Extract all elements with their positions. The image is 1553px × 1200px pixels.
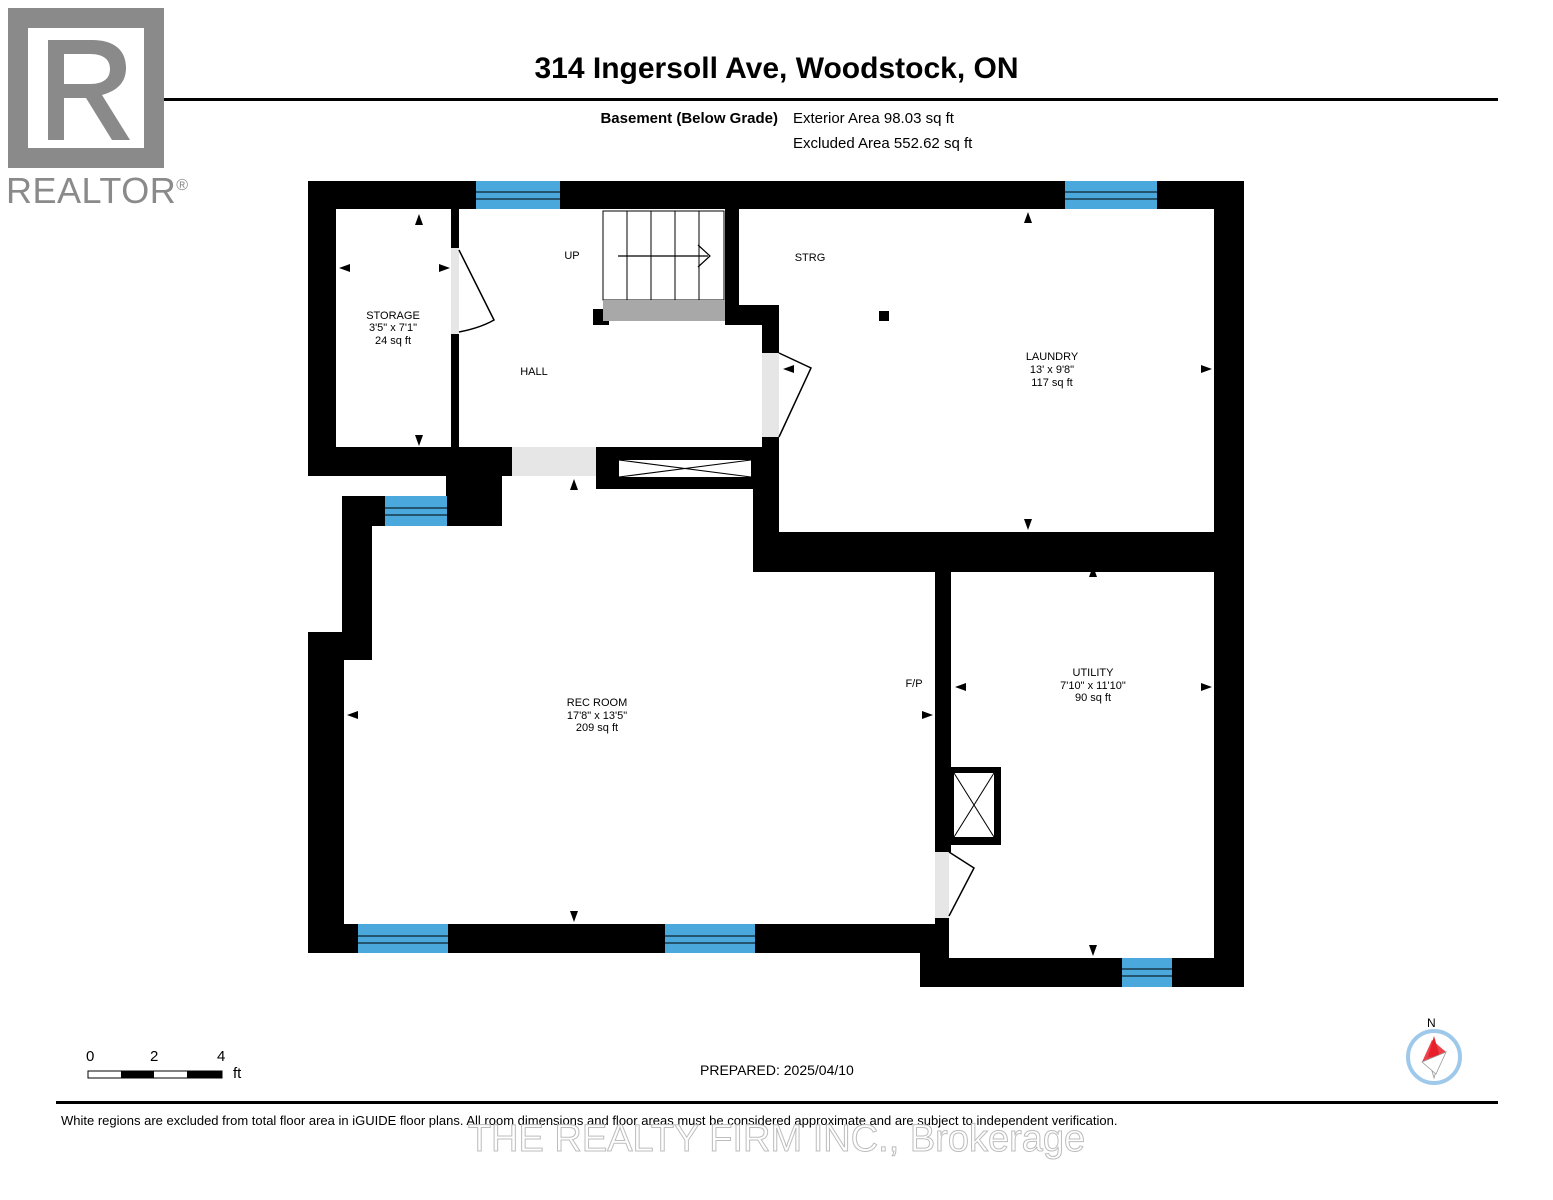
window-utility-bottom	[1122, 958, 1172, 987]
svg-text:REC ROOM: REC ROOM	[567, 697, 628, 709]
svg-text:13' x 9'8": 13' x 9'8"	[1030, 364, 1074, 376]
window-rec-bottom-left	[358, 924, 448, 953]
scale-bar	[87, 1070, 223, 1079]
svg-text:209 sq ft: 209 sq ft	[576, 722, 618, 734]
door-swings	[458, 249, 975, 917]
door-gaps	[451, 248, 949, 918]
svg-text:24 sq ft: 24 sq ft	[375, 335, 411, 347]
vent-box	[618, 459, 752, 478]
svg-text:117 sq ft: 117 sq ft	[1031, 377, 1072, 389]
scale-tick-0: 0	[86, 1048, 95, 1065]
svg-text:LAUNDRY: LAUNDRY	[1026, 351, 1079, 363]
realtor-wordmark: REALTOR®	[6, 170, 189, 211]
window-rec-top	[385, 496, 447, 526]
svg-text:90 sq ft: 90 sq ft	[1075, 692, 1111, 704]
svg-text:UTILITY: UTILITY	[1073, 667, 1115, 679]
scale-tick-2: 2	[150, 1048, 159, 1065]
walls	[308, 181, 1244, 987]
strg-label: STRG	[795, 252, 826, 264]
window-top-right	[1065, 181, 1157, 209]
windows	[358, 181, 1172, 987]
svg-text:3'5" x 7'1": 3'5" x 7'1"	[369, 322, 417, 334]
page-title: 314 Ingersoll Ave, Woodstock, ON	[534, 52, 1019, 85]
header-rule	[56, 98, 1498, 101]
scale-unit: ft	[233, 1065, 242, 1082]
room-laundry-label: LAUNDRY 13' x 9'8" 117 sq ft	[1026, 351, 1079, 389]
fireplace-label: F/P	[905, 678, 922, 690]
stairs-up-label: UP	[564, 250, 579, 262]
window-top-left	[476, 181, 560, 209]
room-rec-room-label: REC ROOM 17'8" x 13'5" 209 sq ft	[567, 697, 628, 734]
dimension-arrows	[339, 212, 1212, 956]
compass-icon	[1406, 1029, 1462, 1085]
footer-rule	[56, 1101, 1498, 1104]
chimney-box	[953, 772, 995, 838]
disclaimer-text: White regions are excluded from total fl…	[61, 1113, 1118, 1128]
svg-text:17'8" x 13'5": 17'8" x 13'5"	[567, 710, 627, 722]
svg-text:7'10" x 11'10": 7'10" x 11'10"	[1060, 680, 1126, 692]
floor-label: Basement (Below Grade)	[600, 110, 778, 127]
prepared-date: PREPARED: 2025/04/10	[700, 1062, 854, 1078]
room-storage-label: STORAGE 3'5" x 7'1" 24 sq ft	[366, 310, 420, 347]
window-rec-bottom-right	[665, 924, 755, 953]
realtor-logo-icon	[8, 8, 164, 168]
compass-north-label: N	[1427, 1016, 1436, 1030]
brokerage-watermark: THE REALTY FIRM INC., Brokerage	[467, 1118, 1086, 1161]
scale-tick-4: 4	[217, 1048, 226, 1065]
exterior-area: Exterior Area 98.03 sq ft	[793, 110, 954, 127]
room-utility-label: UTILITY 7'10" x 11'10" 90 sq ft	[1060, 667, 1126, 704]
room-hall-label: HALL	[520, 366, 548, 378]
excluded-area: Excluded Area 552.62 sq ft	[793, 135, 973, 152]
stairs	[602, 210, 725, 321]
svg-text:STORAGE: STORAGE	[366, 310, 420, 322]
